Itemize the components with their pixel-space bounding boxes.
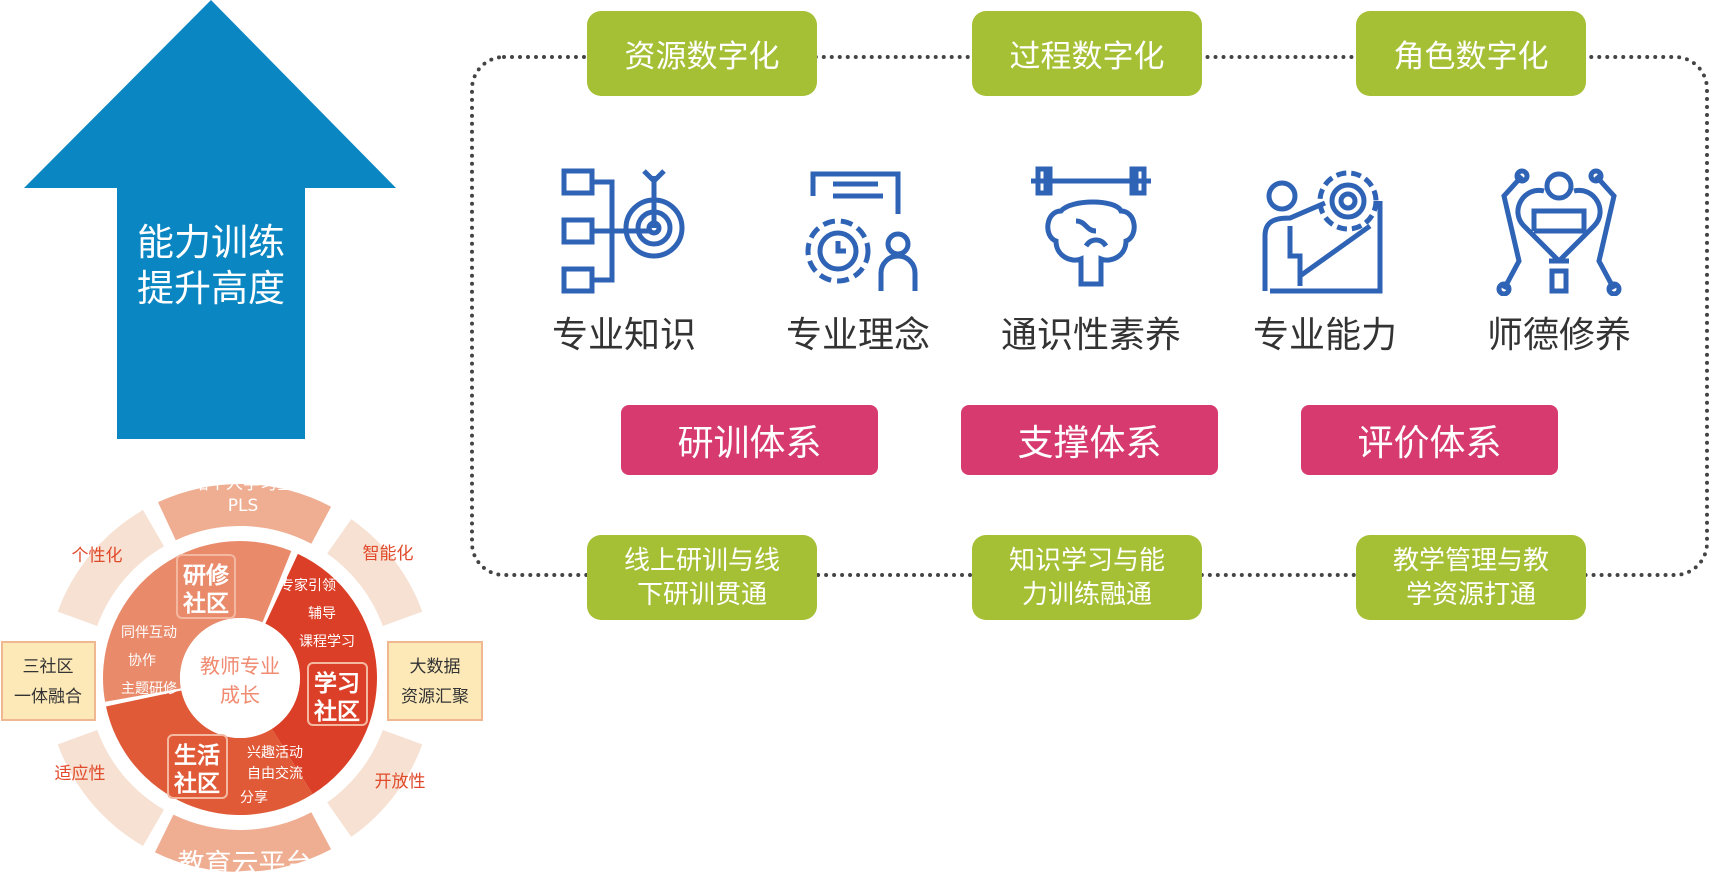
center-line2: 成长: [220, 683, 260, 707]
tag-online-offline: 线上研训与线下研训贯通: [587, 535, 817, 620]
left-box-line2: 一体融合: [14, 687, 82, 707]
target-checklist-icon: [561, 168, 685, 294]
gear-clipboard-icon: [805, 171, 918, 291]
left-box: [1, 641, 96, 721]
ring-arrow-segment: [57, 729, 164, 847]
community-life-l1: 生活: [174, 743, 220, 769]
tag-management-resources: 教学管理与教学资源打通: [1356, 535, 1586, 620]
community-learning-l1: 学习: [314, 670, 360, 697]
sector-learning-community: [265, 553, 377, 795]
svg-text:辅导: 辅导: [308, 606, 336, 622]
label-professional-knowledge: 专业知识: [551, 315, 696, 356]
cycle-diagram: 三社区 一体融合 大数据 资源汇聚 网络个人学习空间 PLS 教育云平台 个性化…: [1, 474, 483, 880]
left-box-line1: 三社区: [23, 657, 74, 677]
tag-process-digitization: 过程数字化: [972, 11, 1202, 96]
community-learning-l2: 社区: [314, 698, 360, 725]
sector-research-community: [102, 541, 292, 702]
pls-line1: 网络个人学习空间: [175, 474, 311, 494]
community-life-l2: 社区: [174, 770, 220, 797]
system-evaluation: 评价体系: [1301, 405, 1558, 475]
svg-text:分享: 分享: [240, 789, 268, 806]
heart-person-icon: [1496, 168, 1622, 296]
right-box: [387, 641, 483, 721]
svg-text:协作: 协作: [128, 653, 156, 669]
community-research-l1: 研修: [183, 562, 230, 589]
pls-line2: PLS: [228, 496, 259, 516]
system-training: 研训体系: [621, 405, 878, 475]
svg-text:兴趣活动: 兴趣活动: [247, 745, 303, 761]
label-professional-philosophy: 专业理念: [785, 315, 930, 356]
svg-text:主题研修: 主题研修: [121, 681, 177, 697]
right-box-line1: 大数据: [410, 657, 461, 677]
cloud-platform-label: 教育云平台: [178, 849, 313, 880]
cloud-platform-band: [154, 812, 332, 872]
label-teacher-ethics: 师德修养: [1486, 315, 1631, 356]
label-professional-ability: 专业能力: [1252, 315, 1397, 356]
svg-text:同伴互动: 同伴互动: [121, 625, 177, 641]
ring-arrow-segment: [327, 729, 423, 837]
tag-resource-digitization: 资源数字化: [587, 11, 817, 96]
trait-open: 开放性: [375, 772, 426, 792]
up-arrow: [24, 0, 396, 439]
sector-life-community: [105, 690, 313, 815]
person-gear-icon: [1262, 170, 1383, 294]
arrow-text-line1: 能力训练: [137, 221, 285, 264]
pls-band: [158, 484, 332, 544]
trait-adaptive: 适应性: [55, 764, 106, 784]
label-general-literacy: 通识性素养: [1000, 315, 1181, 356]
tag-role-digitization: 角色数字化: [1356, 11, 1586, 96]
svg-text:专家引领: 专家引领: [280, 577, 336, 594]
trait-personalized: 个性化: [72, 546, 123, 566]
ring-arrow-segment: [57, 509, 164, 627]
svg-text:自由交流: 自由交流: [247, 765, 303, 782]
trait-intelligent: 智能化: [363, 544, 414, 564]
tag-knowledge-ability: 知识学习与能力训练融通: [972, 535, 1202, 620]
outer-ring: [57, 484, 423, 872]
donut: [102, 541, 377, 815]
right-box-line2: 资源汇聚: [401, 687, 469, 707]
svg-text:课程学习: 课程学习: [299, 634, 355, 650]
center-line1: 教师专业: [200, 654, 280, 678]
brain-dumbbell-icon: [1031, 166, 1151, 287]
community-research-l2: 社区: [183, 590, 229, 617]
ring-arrow-segment: [327, 519, 423, 627]
system-support: 支撑体系: [961, 405, 1218, 475]
arrow-text-line2: 提升高度: [137, 267, 285, 310]
